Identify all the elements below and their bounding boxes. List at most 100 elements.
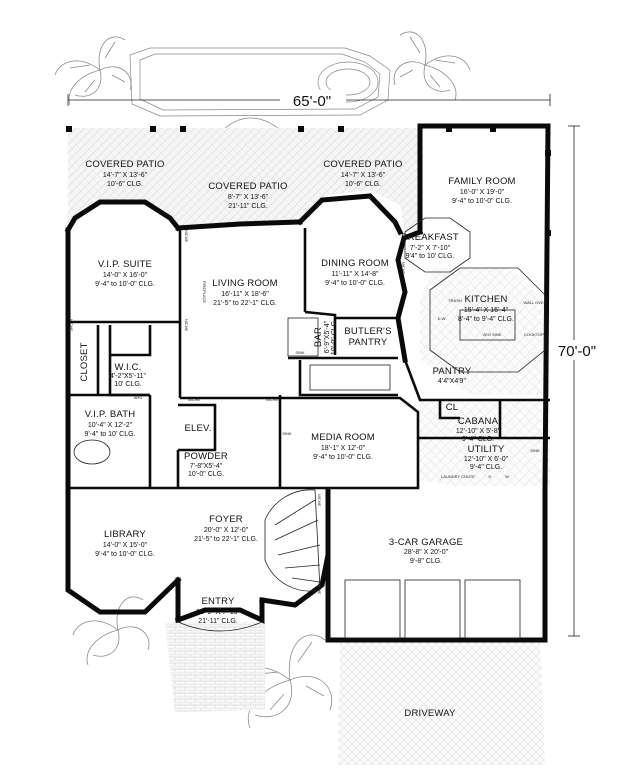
svg-text:3-CAR GARAGE: 3-CAR GARAGE [389,537,463,548]
niche-label: NICHE [317,582,322,595]
svg-text:9'-4" to 10'-0" CLG.: 9'-4" to 10'-0" CLG. [313,454,373,461]
svg-text:W.I.C.: W.I.C. [114,362,141,373]
patio-columns [66,126,551,236]
washer-label: W [505,474,509,479]
svg-text:7'-8"X5'-4": 7'-8"X5'-4" [190,463,223,470]
svg-text:V.I.P. SUITE: V.I.P. SUITE [98,259,152,270]
niche-label: NICHE [69,319,74,332]
svg-text:14'-0" X 16'-0": 14'-0" X 16'-0" [103,272,148,279]
svg-text:12'-10" X 6'-0": 12'-10" X 6'-0" [464,456,509,463]
svg-text:COVERED PATIO: COVERED PATIO [323,159,402,170]
library: LIBRARY 14'-0" X 15'-0" 9'-4" to 10'-0" … [95,529,155,558]
sink-label: SINK [530,448,540,453]
svg-text:16'-0" X 19'-0": 16'-0" X 19'-0" [460,189,505,196]
svg-text:BAR: BAR [313,327,324,347]
svg-text:9'4" to 10' CLG.: 9'4" to 10' CLG. [406,253,455,260]
small-annotations: NICHE FIREPLACE NICHE NICHE NICHE NICHE … [69,230,547,595]
ahu-label: AHU [134,395,143,400]
covered-patio-right: COVERED PATIO 14'-7" X 13'-6" 10'-6" CLG… [323,159,402,188]
dryer-label: D [489,474,492,479]
svg-text:10' CLG.: 10' CLG. [114,381,141,388]
veg-sink-label: VEG SINK [483,332,502,337]
room-labels: COVERED PATIO 14'-7" X 13'-6" 10'-6" CLG… [79,159,515,719]
svg-text:18'-1" X 12'-0": 18'-1" X 12'-0" [321,445,366,452]
svg-text:BREAKFAST: BREAKFAST [401,232,459,243]
svg-text:CL: CL [446,402,459,413]
covered-patio-left: COVERED PATIO 14'-7" X 13'-6" 10'-6" CLG… [85,159,164,188]
niche-label: NICHE [266,397,279,402]
svg-text:7'-2" X 7'-10": 7'-2" X 7'-10" [410,245,451,252]
sink-label: SINK [282,431,292,436]
cabana: CABANA 12'-10" X 5'-8" 9'-4" CLG. [456,416,501,443]
svg-text:21'-11" CLG.: 21'-11" CLG. [198,618,238,625]
svg-text:8'-4" to 9'-4" CLG.: 8'-4" to 9'-4" CLG. [458,316,514,323]
svg-text:12'-10" X 5'-8": 12'-10" X 5'-8" [456,428,501,435]
svg-text:MEDIA ROOM: MEDIA ROOM [311,432,375,443]
interior-walls [70,228,550,490]
vip-bath: V.I.P. BATH 10'-4" X 12'-2" 9'-4" to 10'… [84,409,135,438]
wall-oven-label: WALL OVEN [523,300,546,305]
overall-width: 65'-0" [293,93,331,110]
svg-text:FOYER: FOYER [209,514,243,525]
dining-room: DINING ROOM 11'-11" X 14'-8" 9'-4" to 10… [321,258,389,287]
svg-text:21'-5" to 22'-1" CLG.: 21'-5" to 22'-1" CLG. [194,536,258,543]
svg-text:28'-8" X 20'-0": 28'-8" X 20'-0" [404,549,449,556]
exterior-walls [64,123,551,643]
niche-label: NICHE [184,319,189,332]
svg-text:10'-6" CLG.: 10'-6" CLG. [107,181,143,188]
closet: CLOSET [79,342,90,381]
svg-text:DINING ROOM: DINING ROOM [321,258,389,269]
covered-patio-center: COVERED PATIO 8'-7" X 13'-6" 21'-11" CLG… [208,181,287,210]
svg-text:12'-9" X 7'-10": 12'-9" X 7'-10" [196,609,241,616]
svg-text:11'-11" X 14'-8": 11'-11" X 14'-8" [331,271,379,278]
svg-text:PANTRY: PANTRY [349,337,388,348]
vip-suite: V.I.P. SUITE 14'-0" X 16'-0" 9'-4" to 10… [95,259,155,288]
linen-closet: CL [446,402,459,413]
svg-text:POWDER: POWDER [184,451,228,462]
svg-text:COVERED PATIO: COVERED PATIO [208,181,287,192]
floor-fills [68,128,550,765]
niche-label: NICHE [188,397,201,402]
svg-text:FAMILY ROOM: FAMILY ROOM [448,176,515,187]
overall-width-dimension: 65'-0" [67,90,551,110]
svg-text:15'-4" X 16'-4": 15'-4" X 16'-4" [464,307,509,314]
svg-text:KITCHEN: KITCHEN [464,294,507,305]
niche-label: NICHE [184,230,189,243]
svg-text:9'-4" to 10'-0" CLG.: 9'-4" to 10'-0" CLG. [325,280,385,287]
svg-text:PANTRY: PANTRY [433,366,472,377]
svg-text:CLOSET: CLOSET [79,342,90,381]
svg-text:BUTLER'S: BUTLER'S [344,326,391,337]
niche-label: NICHE [317,494,322,507]
svg-text:8'-7" X 13'-6": 8'-7" X 13'-6" [228,194,269,201]
svg-text:DRIVEWAY: DRIVEWAY [404,708,456,719]
svg-text:6'-9"X5'-4": 6'-9"X5'-4" [324,320,331,353]
cooktop-label: COOKTOP [524,332,544,337]
powder: POWDER 7'-8"X5'-4" 10'-0" CLG. [184,451,228,478]
svg-text:LIVING ROOM: LIVING ROOM [212,278,278,289]
trash-label: TRASH [448,298,462,303]
svg-text:CABANA: CABANA [458,416,499,427]
butlers-pantry: BUTLER'S PANTRY [344,326,391,348]
svg-text:9'-4" CLG.: 9'-4" CLG. [462,436,494,443]
overall-depth-dimension: 70'-0" [555,125,599,637]
fireplace-label: FIREPLACE [202,281,207,304]
niche-label: NICHE [401,262,406,275]
svg-text:10'-4" X 12'-2": 10'-4" X 12'-2" [88,422,133,429]
driveway: DRIVEWAY [404,708,456,719]
dw-label: D.W. [438,316,447,321]
media-room: MEDIA ROOM 18'-1" X 12'-0" 9'-4" to 10'-… [311,432,375,461]
svg-text:14'-7" X 13'-6": 14'-7" X 13'-6" [341,172,386,179]
svg-text:4'-2"X5'-11": 4'-2"X5'-11" [110,373,146,380]
wic: W.I.C. 4'-2"X5'-11" 10' CLG. [110,362,146,388]
svg-text:LIBRARY: LIBRARY [104,529,146,540]
svg-text:9'-4" to 10'-0" CLG.: 9'-4" to 10'-0" CLG. [452,198,512,205]
pantry: PANTRY 4'4"X4'9" [433,366,472,385]
svg-text:V.I.P. BATH: V.I.P. BATH [85,409,136,420]
svg-text:4'4"X4'9": 4'4"X4'9" [438,378,466,385]
bar: BAR 6'-9"X5'-4" 10'-0" CLG. [313,319,338,355]
svg-text:COVERED PATIO: COVERED PATIO [85,159,164,170]
svg-text:UTILITY: UTILITY [468,444,505,455]
entry: ENTRY 12'-9" X 7'-10" 21'-11" CLG. [196,596,241,625]
svg-text:9'-8" CLG.: 9'-8" CLG. [410,558,442,565]
